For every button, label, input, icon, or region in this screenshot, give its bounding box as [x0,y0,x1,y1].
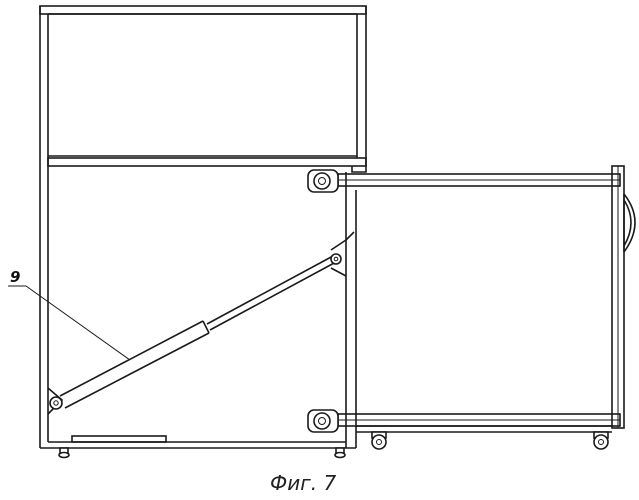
caster-wheel-left [372,432,386,449]
figure-caption: Фиг. 7 [270,471,336,495]
callout-9: 9 [8,268,130,360]
left-foot [59,448,69,458]
gas-spring-strut [48,232,354,414]
upper-rail-roller [308,170,338,192]
upper-compartment [48,14,366,172]
callout-label: 9 [10,268,20,286]
right-foot [335,448,345,458]
caster-wheel-right [594,432,608,449]
drawer-handle [624,194,635,252]
lower-rail-roller [308,410,338,432]
